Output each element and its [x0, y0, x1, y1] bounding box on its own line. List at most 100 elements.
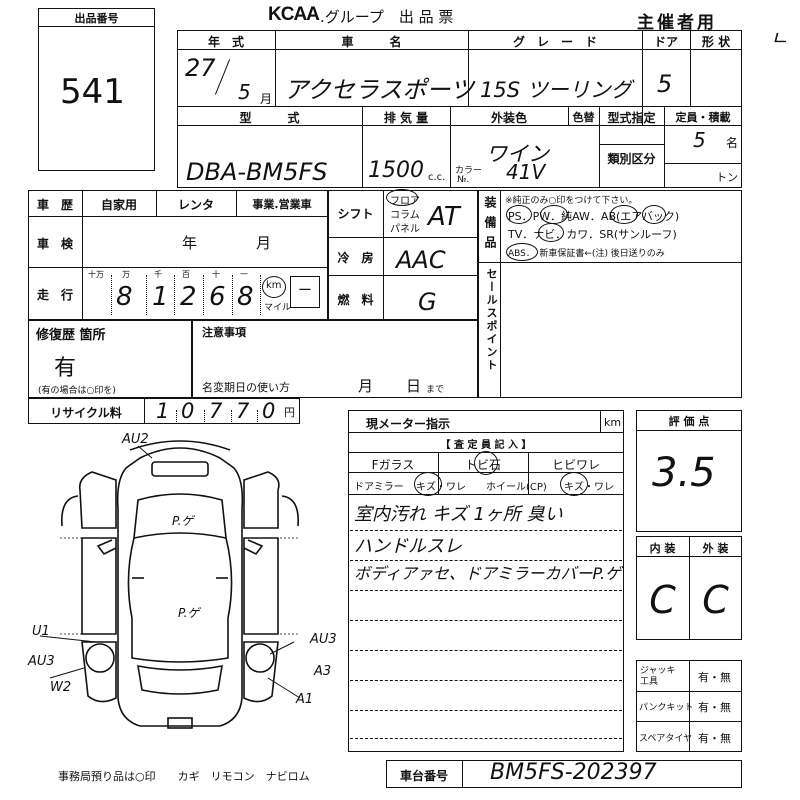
recycle-fee-label: リサイクル料	[50, 406, 122, 420]
model-value: DBA-BM5FS	[186, 158, 328, 186]
repair-history-value: 有	[54, 356, 77, 381]
ton-unit: トン	[716, 171, 738, 184]
mileage-label: 走 行	[36, 288, 73, 302]
month-value: 5	[238, 80, 251, 104]
fuel-value: G	[418, 288, 437, 316]
color-no-label: №.	[457, 175, 470, 185]
capacity-label: 定員・積載	[675, 111, 731, 124]
vehicle-info-table	[177, 30, 742, 188]
navi-circle-mark	[538, 223, 564, 242]
color-change-label: 色替	[572, 111, 595, 124]
repair-history-box	[28, 320, 192, 398]
shift-value: AT	[428, 202, 460, 232]
spare-tire-label: スペアタイヤ	[639, 734, 693, 744]
form-title: .グループ 出 品 票	[320, 8, 454, 26]
displacement-label: 排 気 量	[383, 111, 429, 125]
recycle-digit: 1	[156, 399, 170, 423]
lot-number-label: 出品番号	[74, 12, 119, 25]
inspection-label: 車 検	[36, 237, 73, 251]
wheel-label: ホイール(CP)	[486, 482, 547, 493]
equipment-table	[478, 190, 742, 398]
car-damage-diagram	[39, 440, 301, 729]
color-code-value: 41V	[506, 160, 546, 184]
exterior-grade: C	[702, 578, 729, 622]
capacity-value: 5	[693, 128, 706, 152]
recycle-fee-box	[28, 398, 300, 424]
sales-point-label: セールスポイント	[485, 268, 498, 372]
year-label: 年 式	[207, 35, 244, 49]
chassis-number-box	[386, 760, 742, 788]
year-value: 27	[185, 54, 216, 82]
car-name-value: アクセラスポーツ	[284, 76, 474, 104]
inspection-year-unit: 年	[182, 234, 198, 252]
doors-value: 5	[657, 70, 673, 98]
business-option: 事業.営業車	[252, 198, 312, 211]
diagram-mark: P.ゲ	[172, 514, 194, 528]
chassis-number-value: BM5FS-202397	[490, 760, 657, 785]
exterior-label: 外 装	[702, 542, 729, 555]
grade-label: グ レ ー ド	[512, 35, 597, 49]
brand-logo: KCAA	[268, 4, 320, 25]
digit-header: 千	[154, 270, 162, 279]
mile-value: ー	[298, 283, 312, 299]
equipment-row-2: TV．ナビ．カワ．SR(サンルーフ)	[508, 228, 677, 241]
history-table	[28, 190, 328, 320]
equipment-note: ※純正のみ○印をつけて下さい。	[505, 196, 638, 206]
history-label: 車 歴	[36, 198, 73, 212]
fuel-label: 燃 料	[337, 293, 374, 307]
score-label: 評 価 点	[668, 415, 710, 428]
inspection-month-unit: 月	[256, 234, 272, 252]
capacity-unit: 名	[726, 136, 739, 150]
corner-mark: ㄴ	[770, 26, 789, 50]
diagram-mark: W2	[50, 680, 72, 695]
name-change-day-unit: 日	[406, 377, 422, 395]
name-change-label: 名変期日の使い方	[202, 381, 290, 394]
diagram-mark: AU3	[310, 632, 337, 647]
diagram-mark: AU3	[28, 654, 55, 669]
exterior-color-label: 外装色	[490, 111, 527, 125]
interior-label: 内 装	[649, 542, 676, 555]
mileage-digit: 1	[152, 282, 169, 312]
recycle-fee-unit: 円	[284, 406, 295, 419]
name-change-until: まで	[426, 385, 445, 395]
inspector-comment-line: ボディアァセ、ドアミラーカバーP.ゲ	[354, 564, 622, 583]
ab-circle-mark	[642, 205, 666, 224]
mileage-digit: 6	[209, 282, 226, 312]
equipment-label: 装備品	[483, 196, 497, 256]
ac-value: AAC	[396, 246, 446, 274]
recycle-digit: 7	[236, 399, 250, 423]
puncture-kit-option: 有・無	[698, 701, 731, 714]
ac-label: 冷 房	[337, 251, 374, 265]
recycle-digit: 0	[262, 399, 276, 423]
interior-grade: C	[649, 578, 676, 622]
mileage-digit: 2	[180, 282, 197, 312]
diagram-mark: U1	[32, 624, 50, 639]
chassis-number-label: 車台番号	[399, 769, 448, 783]
km-label: km	[266, 280, 282, 291]
inspector-comment-line: ハンドルスレ	[354, 536, 462, 557]
displacement-value: 1500	[368, 158, 424, 183]
name-change-month-unit: 月	[358, 377, 374, 395]
diagram-mark: AU2	[122, 432, 149, 447]
recycle-digit: 7	[209, 399, 223, 423]
floor-circle-mark	[386, 189, 418, 206]
recycle-digit: 0	[181, 399, 195, 423]
inspector-comment-line: 室内汚れ キズ 1ヶ所 臭い	[354, 504, 563, 525]
score-value: 3.5	[652, 450, 716, 496]
office-custody-note: 事務局預り品は○印 カギ リモコン ナビロム	[58, 770, 310, 783]
puncture-kit-label: パンクキット	[639, 703, 694, 713]
repair-history-note: (有の場合は○印を)	[38, 386, 116, 396]
abs-circle-mark	[506, 243, 538, 261]
jack-option: 有・無	[698, 671, 731, 684]
front-glass-label: Fガラス	[371, 458, 415, 472]
shift-column-option: コラム	[390, 210, 420, 221]
crack-label: ヒビワレ	[551, 458, 600, 472]
mile-label: マイル	[264, 303, 292, 313]
displacement-unit: c.c.	[428, 172, 446, 183]
month-unit: 月	[260, 92, 273, 106]
digit-header: 一	[240, 270, 248, 279]
mirror-scratch-circle	[414, 472, 442, 496]
aw-circle-mark	[610, 205, 638, 224]
mileage-digit: 8	[116, 282, 133, 312]
pw-circle-mark	[540, 205, 568, 224]
